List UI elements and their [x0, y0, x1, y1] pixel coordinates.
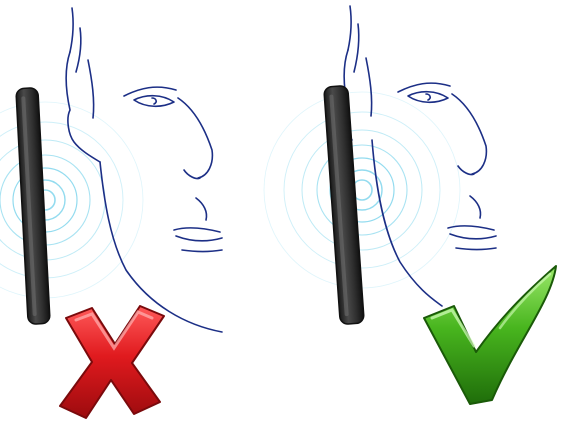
- green-checkmark-icon: [424, 266, 556, 404]
- panel-incorrect: [0, 8, 222, 418]
- sound-waves-right: [264, 92, 460, 288]
- face-sketch-left: [66, 8, 222, 332]
- panel-correct: [264, 6, 556, 404]
- red-x-icon: [60, 306, 164, 418]
- face-sketch-right: [344, 6, 496, 306]
- phone-left: [16, 88, 50, 325]
- phone-right: [324, 85, 365, 324]
